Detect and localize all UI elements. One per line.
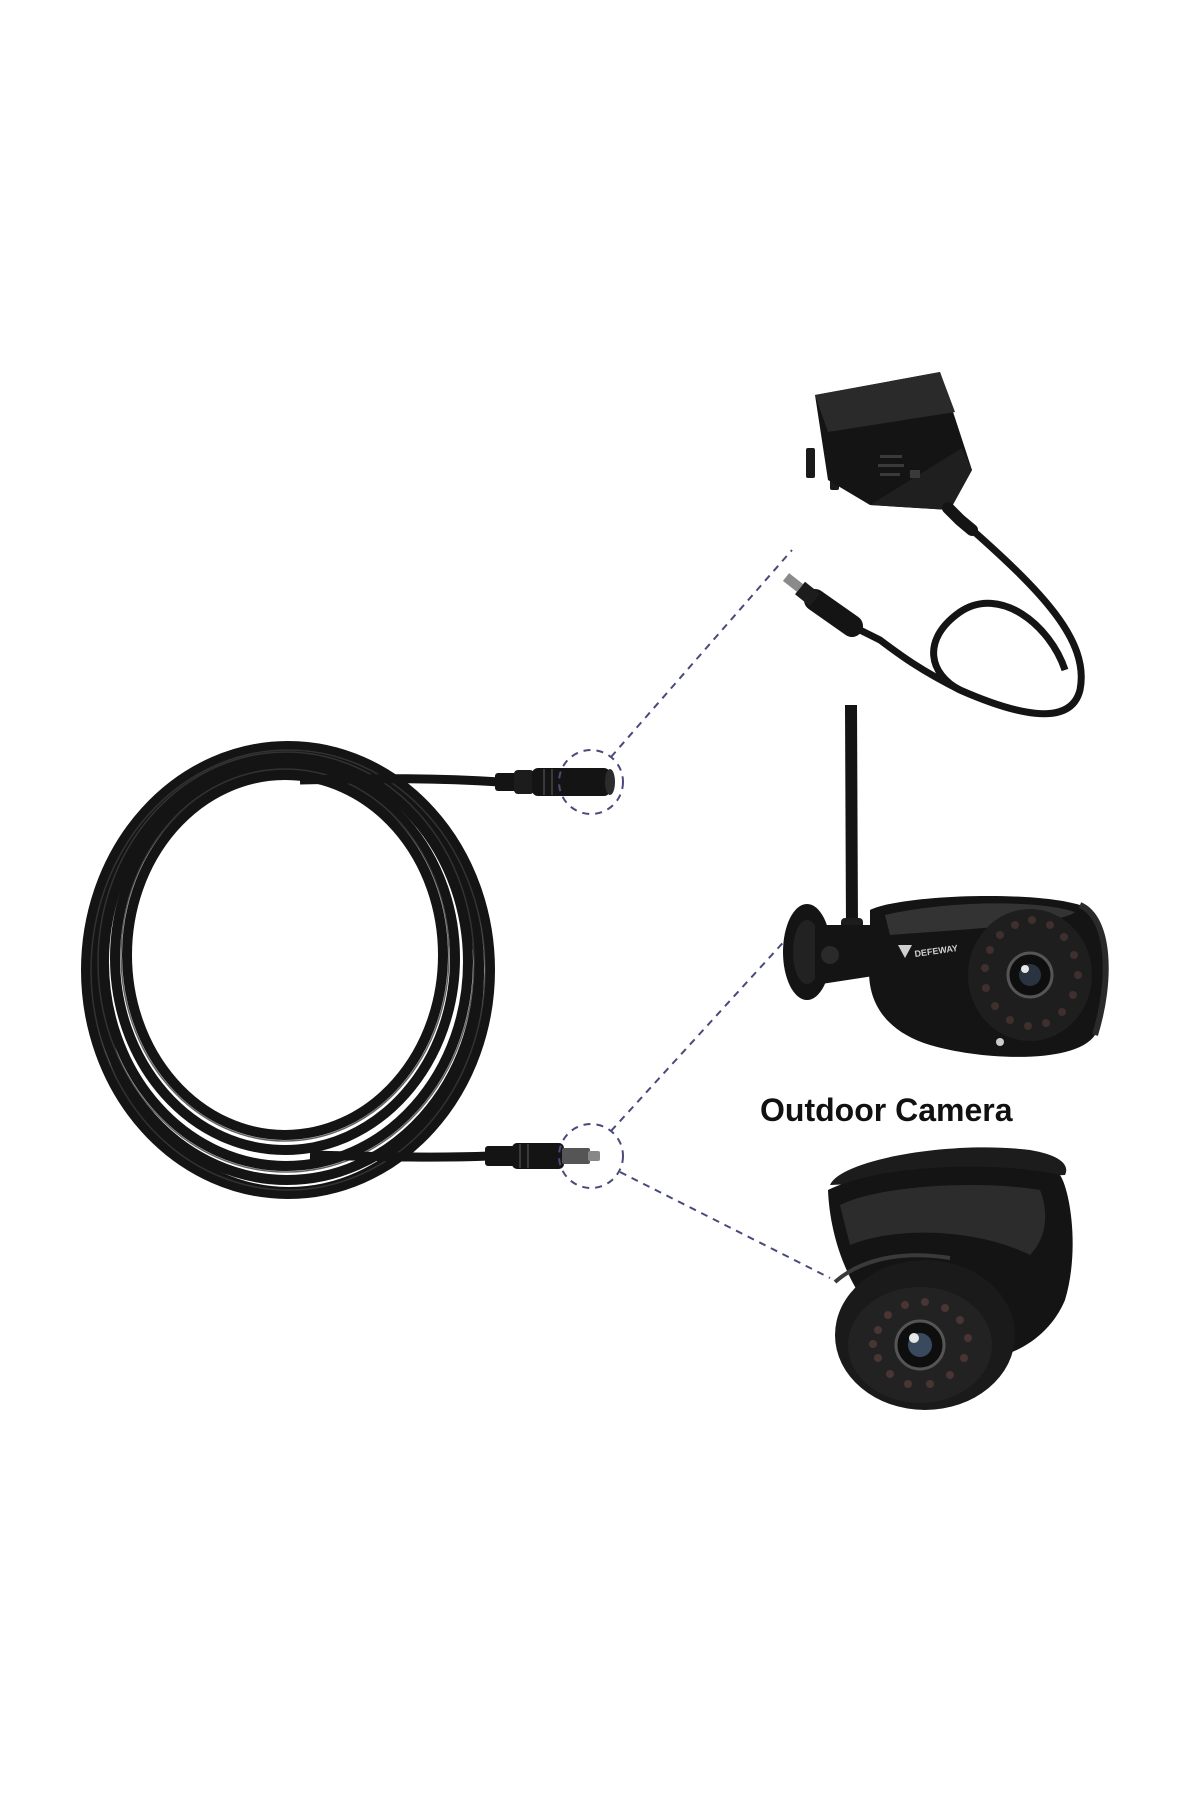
dome-camera-icon — [828, 1147, 1073, 1410]
power-adapter-icon — [782, 372, 1085, 718]
connection-callouts — [558, 549, 831, 1279]
outdoor-camera-caption: Outdoor Camera — [760, 1092, 1013, 1128]
coiled-cable-icon — [81, 741, 501, 1199]
female-dc-jack — [495, 768, 615, 796]
male-dc-plug — [485, 1143, 600, 1169]
bullet-camera-icon: DEFEWAY — [783, 705, 1109, 1057]
